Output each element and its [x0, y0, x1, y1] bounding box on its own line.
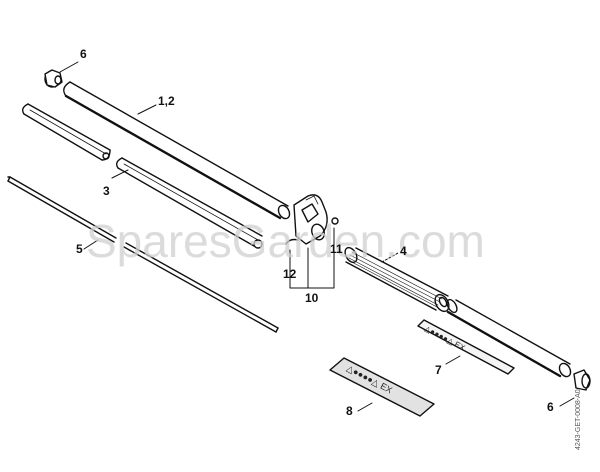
callout-6-bottom: 6 — [547, 400, 554, 414]
callout-bracket-10 — [289, 227, 335, 289]
drive-shaft-icon — [7, 176, 279, 333]
liner-lower-icon — [115, 157, 263, 249]
nut-bottom-icon — [573, 369, 591, 391]
callout-12: 12 — [283, 267, 297, 281]
callout-4: 4 — [400, 244, 407, 258]
svg-text:△●●●●△ EX: △●●●●△ EX — [423, 324, 467, 353]
decal-upper-icon: △●●●●△ EX — [417, 319, 515, 375]
clamp-insert-icon — [285, 238, 299, 245]
grip-hose-icon — [344, 246, 450, 313]
clamp-icon — [293, 194, 328, 245]
nut-top-icon — [44, 69, 63, 88]
callout-6-top: 6 — [80, 47, 87, 61]
drive-tube-lower-icon — [446, 298, 572, 378]
leader-lines — [59, 61, 575, 412]
callout-7: 7 — [435, 363, 442, 377]
callout-5: 5 — [76, 242, 83, 256]
callout-8: 8 — [346, 404, 353, 418]
callout-1-2: 1,2 — [158, 94, 175, 108]
drive-tube-upper-icon — [63, 81, 291, 220]
liner-upper-icon — [21, 103, 111, 161]
callout-3: 3 — [103, 184, 110, 198]
screw-icon — [331, 217, 339, 225]
callout-10: 10 — [305, 291, 319, 305]
callout-11: 11 — [330, 242, 343, 256]
drawing-code: 4243-GET-0008-A0 — [575, 389, 582, 450]
